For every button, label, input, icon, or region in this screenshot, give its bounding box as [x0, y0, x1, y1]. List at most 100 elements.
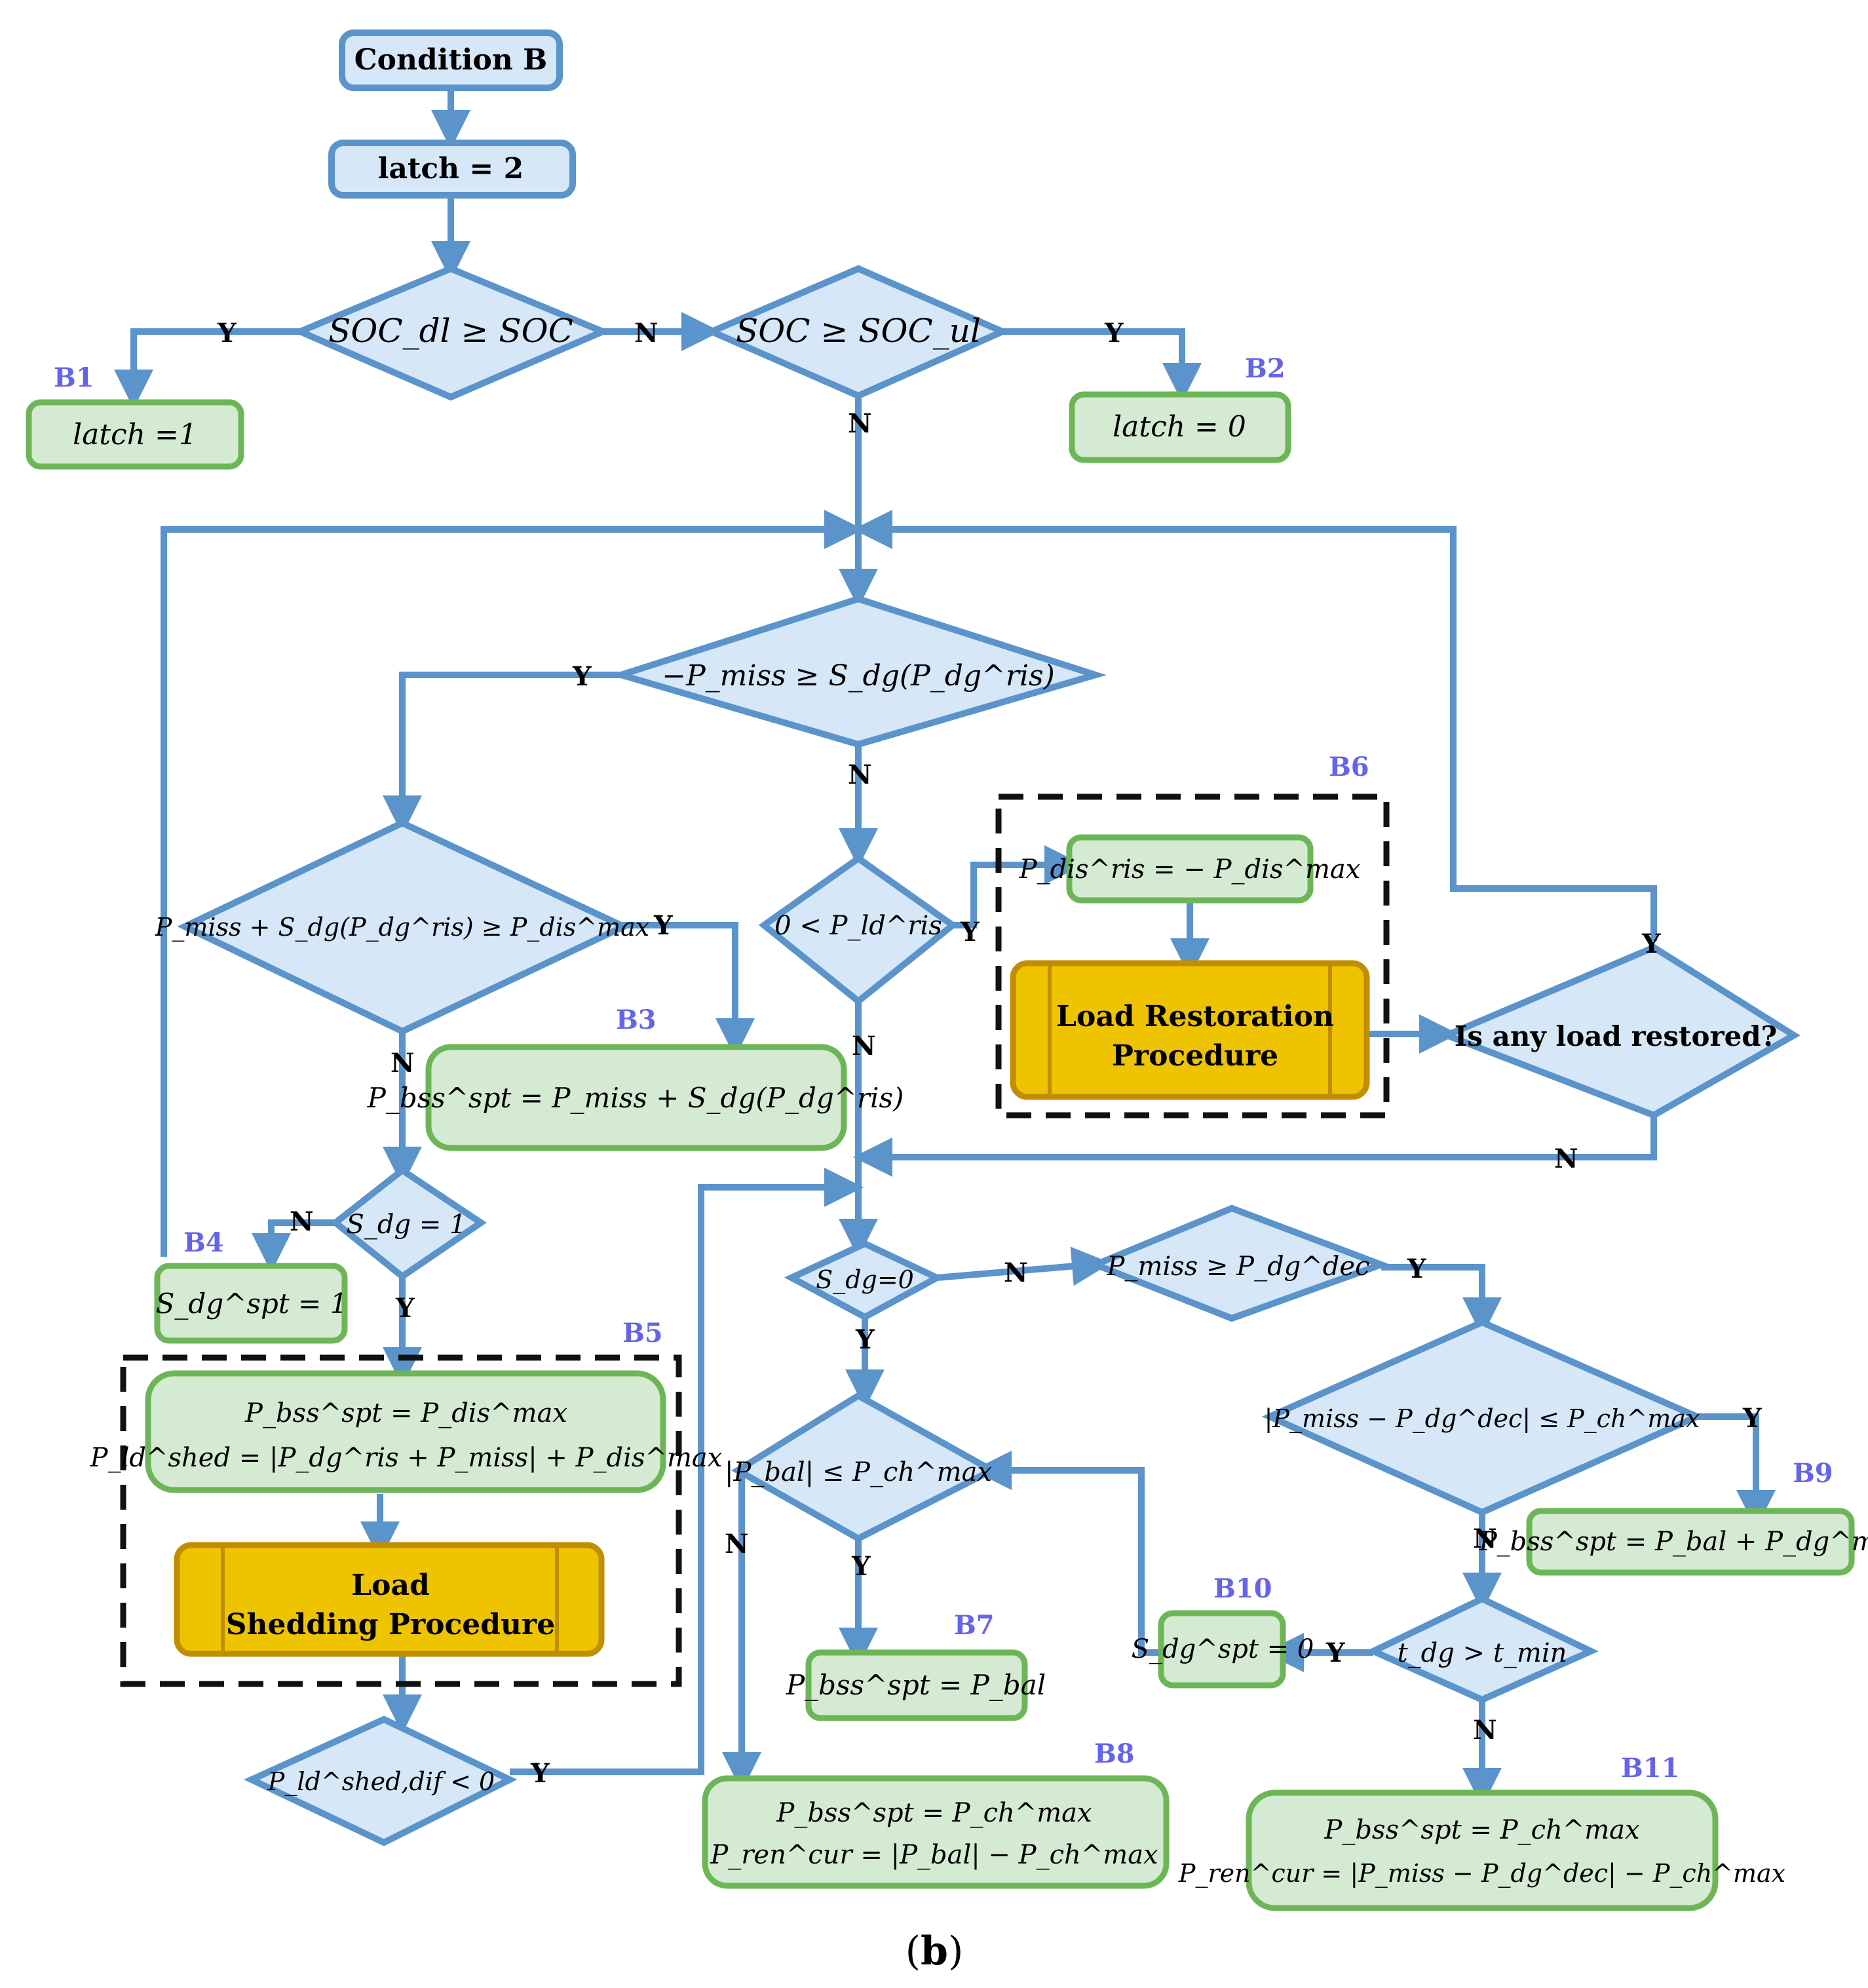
caption-letter: b [921, 1928, 948, 1974]
caption-close: ) [948, 1928, 963, 1974]
start-label: Condition B [354, 43, 548, 77]
load-shedding-line2: Shedding Procedure [226, 1608, 555, 1641]
decision-pbal[interactable]: |P_bal| ≤ P_ch^max [725, 1392, 999, 1542]
decision-sdg1-text: S_dg = 1 [346, 1210, 466, 1240]
decision-soc-high[interactable]: SOC ≥ SOC_ul [703, 265, 1011, 400]
block-b7[interactable]: P_bss^spt = P_bal [786, 1649, 1046, 1721]
decision-pld-ris[interactable]: 0 < P_ld^ris [758, 854, 959, 1006]
caption-open: ( [905, 1928, 921, 1974]
block-b11-line1: P_bss^spt = P_ch^max [1324, 1815, 1639, 1845]
load-shedding-procedure[interactable]: Load Shedding Procedure [174, 1542, 605, 1657]
decision-soc-low[interactable]: SOC_dl ≥ SOC [292, 265, 611, 401]
block-b9-id: B9 [1793, 1458, 1833, 1489]
label-n-sdg0: N [1004, 1257, 1028, 1288]
decision-shed-dif-text: P_ld^shed,dif < 0 [267, 1767, 495, 1797]
decision-pld-ris-text: 0 < P_ld^ris [774, 911, 942, 941]
decision-soc-high-text: SOC ≥ SOC_ul [736, 312, 981, 350]
decision-pmiss-minus-dec-text: |P_miss − P_dg^dec| ≤ P_ch^max [1265, 1404, 1700, 1434]
block-b9[interactable]: P_bss^spt = P_bal + P_dg^min [1479, 1508, 1868, 1576]
label-y-shed-dif: Y [530, 1758, 550, 1789]
block-b10-id: B10 [1213, 1573, 1272, 1604]
start-terminal[interactable]: Condition B [339, 29, 563, 91]
decision-sdg1[interactable]: S_dg = 1 [330, 1166, 487, 1281]
decision-pmiss-minus-dec[interactable]: |P_miss − P_dg^dec| ≤ P_ch^max [1261, 1318, 1706, 1516]
block-b9-text: P_bss^spt = P_bal + P_dg^min [1479, 1527, 1868, 1557]
block-b5-assign[interactable]: P_bss^spt = P_dis^max P_ld^shed = |P_dg^… [90, 1370, 723, 1493]
figure-caption: (b) [905, 1928, 964, 1974]
block-b8[interactable]: P_bss^spt = P_ch^max P_ren^cur = |P_bal|… [702, 1775, 1170, 1889]
block-b5-line1: P_bss^spt = P_dis^max [244, 1398, 567, 1428]
block-b2[interactable]: latch = 0 [1069, 391, 1291, 463]
label-y-pmiss-ris: Y [572, 661, 592, 692]
label-n-pmiss-ris: N [848, 759, 872, 790]
decision-pmiss-sdg-dis[interactable]: P_miss + S_dg(P_dg^ris) ≥ P_dis^max [155, 819, 649, 1035]
block-b8-line2: P_ren^cur = |P_bal| − P_ch^max [710, 1840, 1158, 1870]
connectors [114, 86, 1776, 1807]
block-b2-id: B2 [1245, 353, 1286, 384]
block-b4-id: B4 [183, 1227, 224, 1258]
label-y-tdg: Y [1325, 1637, 1345, 1668]
load-restoration-procedure[interactable]: Load Restoration Procedure [1010, 960, 1370, 1100]
block-b6-assign[interactable]: P_dis^ris = − P_dis^max [1019, 834, 1361, 904]
label-n-soc-low: N [634, 318, 658, 349]
block-b7-id: B7 [954, 1610, 995, 1641]
block-b2-text: latch = 0 [1113, 410, 1246, 444]
label-n-tdg: N [1473, 1715, 1497, 1746]
label-n-pmiss-sdg-dis: N [391, 1048, 415, 1079]
label-y-soc-high: Y [1104, 318, 1124, 349]
block-b4-text: S_dg^spt = 1 [156, 1288, 348, 1320]
label-n-sdg1: N [290, 1206, 314, 1237]
label-y-sdg0: Y [855, 1324, 875, 1355]
load-restoration-line1: Load Restoration [1056, 1000, 1334, 1033]
label-y-pmiss-dec: Y [1407, 1253, 1426, 1284]
block-b11[interactable]: P_bss^spt = P_ch^max P_ren^cur = |P_miss… [1178, 1789, 1785, 1911]
block-b11-line2: P_ren^cur = |P_miss − P_dg^dec| − P_ch^m… [1178, 1859, 1785, 1888]
block-b3[interactable]: P_bss^spt = P_miss + S_dg(P_dg^ris) [367, 1044, 904, 1151]
block-b6-id: B6 [1329, 752, 1369, 782]
decision-sdg0[interactable]: S_dg=0 [784, 1240, 945, 1321]
block-b11-id: B11 [1621, 1753, 1679, 1784]
decision-tdg[interactable]: t_dg > t_min [1365, 1595, 1599, 1704]
label-n-pmiss-minus-dec: N [1473, 1523, 1497, 1554]
decision-shed-dif[interactable]: P_ld^shed,dif < 0 [244, 1715, 518, 1846]
label-y-any-restored: Y [1641, 928, 1661, 959]
block-b1-text: latch =1 [73, 418, 197, 451]
label-y-soc-low: Y [217, 318, 237, 349]
latch-assign-box[interactable]: latch = 2 [328, 140, 576, 199]
load-restoration-line2: Procedure [1112, 1039, 1278, 1073]
decision-pmiss-dec-text: P_miss ≥ P_dg^dec [1107, 1252, 1370, 1282]
decision-pmiss-dec[interactable]: P_miss ≥ P_dg^dec [1086, 1204, 1391, 1322]
decision-tdg-text: t_dg > t_min [1398, 1638, 1567, 1668]
b5-group-box [120, 1354, 682, 1687]
label-n-pbal: N [725, 1529, 749, 1559]
label-n-soc-high: N [848, 408, 872, 439]
label-n-any-restored: N [1554, 1143, 1578, 1174]
decision-pmiss-ris[interactable]: −P_miss ≥ S_dg(P_dg^ris) [609, 595, 1107, 748]
block-b6-line1: P_dis^ris = − P_dis^max [1019, 854, 1361, 885]
decision-pmiss-ris-text: −P_miss ≥ S_dg(P_dg^ris) [662, 659, 1055, 693]
label-y-pmiss-minus-dec: Y [1742, 1403, 1762, 1434]
block-b3-id: B3 [616, 1004, 657, 1035]
latch-assign-label: latch = 2 [378, 152, 524, 185]
decision-pbal-text: |P_bal| ≤ P_ch^max [725, 1457, 992, 1487]
block-b8-line1: P_bss^spt = P_ch^max [776, 1798, 1092, 1828]
block-b4[interactable]: S_dg^spt = 1 [154, 1263, 348, 1344]
block-b1[interactable]: latch =1 [26, 399, 244, 470]
decision-any-restored-text: Is any load restored? [1455, 1020, 1778, 1052]
decision-pmiss-sdg-dis-text: P_miss + S_dg(P_dg^ris) ≥ P_dis^max [155, 913, 649, 942]
block-b7-text: P_bss^spt = P_bal [786, 1669, 1046, 1701]
label-y-sdg1: Y [395, 1293, 415, 1324]
label-y-pld-ris: Y [960, 917, 980, 947]
decision-any-restored[interactable]: Is any load restored? [1438, 944, 1801, 1119]
label-y-pmiss-sdg-dis: Y [653, 910, 673, 941]
load-shedding-line1: Load [351, 1569, 430, 1602]
block-b8-id: B8 [1094, 1738, 1135, 1769]
decision-soc-low-text: SOC_dl ≥ SOC [328, 312, 573, 350]
block-b3-text: P_bss^spt = P_miss + S_dg(P_dg^ris) [367, 1082, 904, 1114]
label-n-pld-ris: N [852, 1031, 876, 1061]
block-b5-line2: P_ld^shed = |P_dg^ris + P_miss| + P_dis^… [90, 1443, 723, 1473]
block-b10[interactable]: S_dg^spt = 0 [1132, 1610, 1314, 1689]
label-y-pbal: Y [851, 1551, 871, 1582]
block-b1-id: B1 [54, 362, 94, 393]
block-b5-id: B5 [622, 1318, 663, 1348]
